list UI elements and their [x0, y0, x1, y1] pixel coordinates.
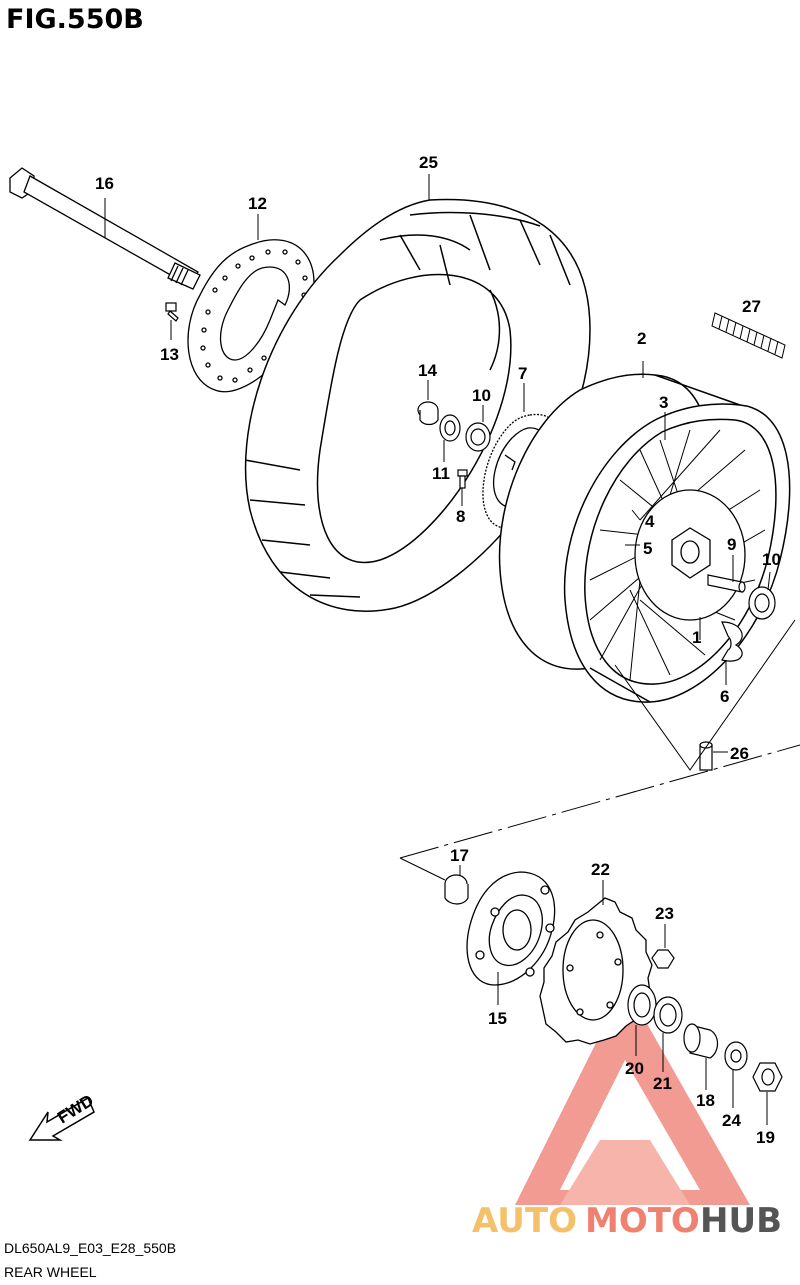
callout-20: 20	[625, 1059, 644, 1078]
callout-24: 24	[722, 1111, 741, 1130]
valve-26	[699, 741, 713, 771]
screw-8	[457, 469, 468, 489]
callout-11: 11	[432, 464, 450, 483]
callout-8: 8	[456, 507, 465, 526]
assembly-guide-lines	[399, 619, 800, 881]
callout-labels: 16 12 13 25 27 2 14 10 7 3 11 8 4 5 9 10…	[95, 153, 781, 1147]
spacer-17	[444, 874, 469, 905]
watermark-auto: AUTO	[472, 1201, 577, 1241]
callout-10b: 10	[762, 550, 781, 569]
callout-13: 13	[160, 345, 179, 364]
callout-23: 23	[655, 904, 674, 923]
callout-18: 18	[696, 1091, 715, 1110]
callout-22: 22	[591, 860, 610, 879]
bearing-10-right	[748, 586, 776, 620]
callout-7: 7	[518, 364, 527, 383]
sprocket-22	[539, 897, 653, 1045]
spacer-18	[683, 1023, 719, 1059]
callout-10a: 10	[472, 386, 491, 405]
callout-17: 17	[450, 846, 469, 865]
figure-title: FIG.550B	[6, 4, 144, 35]
watermark-logo	[515, 985, 750, 1205]
watermark-text: AUTO MOTO HUB	[472, 1201, 782, 1241]
seal-21	[653, 996, 683, 1034]
damper-6	[721, 621, 743, 662]
callout-1: 1	[692, 628, 701, 647]
callout-2: 2	[637, 329, 646, 348]
callout-5: 5	[643, 539, 652, 558]
callout-12: 12	[248, 194, 267, 213]
watermark-moto: MOTO	[585, 1201, 700, 1241]
washer-24	[724, 1041, 748, 1071]
figure-caption: REAR WHEEL	[4, 1264, 97, 1280]
watermark-hub: HUB	[700, 1201, 782, 1241]
nut-23	[651, 949, 675, 969]
leader-4	[631, 509, 641, 521]
leader-10b	[767, 571, 771, 591]
axle-shaft	[9, 167, 201, 290]
callout-27: 27	[742, 297, 761, 316]
callout-26: 26	[730, 744, 749, 763]
bearing-10-left	[465, 422, 491, 452]
bearing-20	[627, 984, 657, 1026]
fwd-arrow-icon	[28, 1096, 95, 1141]
callout-14: 14	[418, 361, 437, 380]
callout-9: 9	[727, 535, 736, 554]
axle-nut-19	[752, 1062, 783, 1092]
spacer-9	[707, 574, 746, 593]
callout-19: 19	[756, 1128, 775, 1147]
sprocket-carrier-15	[466, 871, 556, 986]
callout-6: 6	[720, 687, 729, 706]
callout-21: 21	[653, 1074, 672, 1093]
disc-bolt	[165, 302, 179, 322]
callout-3: 3	[659, 393, 668, 412]
spacer-14	[417, 401, 439, 426]
oil-seal-11	[439, 414, 461, 442]
callout-4: 4	[645, 512, 655, 531]
callout-16: 16	[95, 174, 114, 193]
callout-15: 15	[488, 1009, 507, 1028]
figure-code: DL650AL9_E03_E28_550B	[4, 1240, 177, 1256]
callout-25: 25	[419, 153, 438, 172]
balance-weight-strip	[711, 312, 786, 359]
